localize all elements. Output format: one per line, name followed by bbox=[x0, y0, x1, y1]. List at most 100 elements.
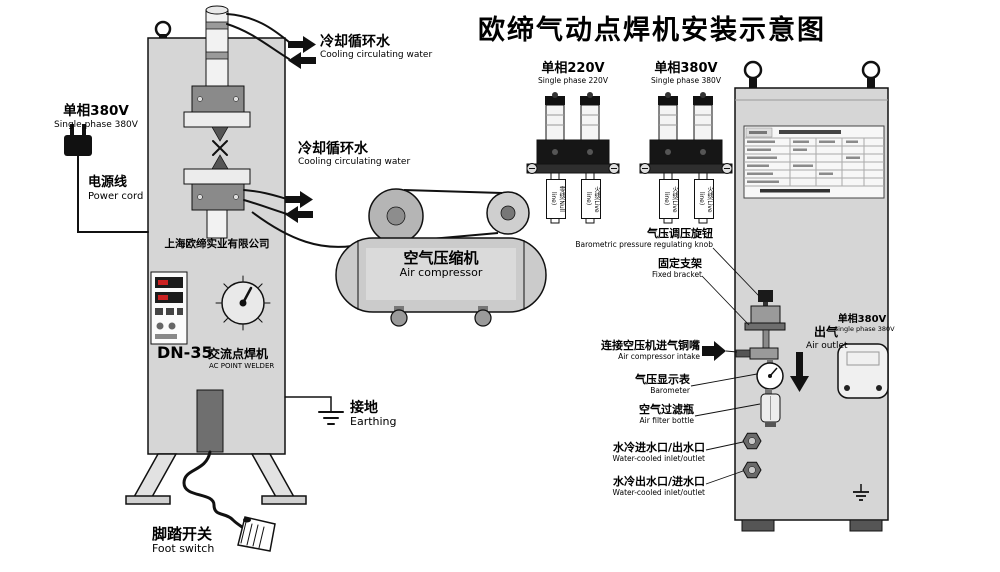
air-filter-bottle bbox=[760, 389, 781, 427]
label-air-filter: 空气过滤瓶 Air filter bottle bbox=[540, 403, 694, 425]
water-outlet-inlet-cn: 水冷出水口/进水口 bbox=[612, 475, 705, 488]
air-outlet-arrow-icon bbox=[790, 352, 809, 392]
cooling-water-mid-label: 冷却循环水 Cooling circulating water bbox=[298, 141, 410, 167]
compressor-intake-en: Air compressor intake bbox=[618, 351, 700, 361]
model-type-en-label: AC POINT WELDER bbox=[209, 362, 274, 370]
belt-top bbox=[403, 189, 503, 194]
fixed-bracket bbox=[744, 322, 786, 331]
water-connector-bottom bbox=[742, 461, 762, 479]
water-inlet-outlet-cn: 水冷进水口/出水口 bbox=[612, 441, 705, 454]
wire-tag-live-line: 火线(Live line) bbox=[659, 179, 679, 219]
right-welder-graphic bbox=[734, 60, 889, 532]
foot-pedal bbox=[237, 516, 276, 552]
pressure-regulator bbox=[735, 290, 786, 360]
cooling-water-top-cn: 冷却循环水 bbox=[320, 34, 390, 50]
regulating-knob bbox=[758, 290, 773, 302]
arrow-right-icon bbox=[702, 341, 726, 361]
label-compressor-intake: 连接空压机进气铜嘴 Air compressor intake bbox=[540, 339, 700, 361]
terminal-220v-en: Single phase 220V bbox=[538, 75, 608, 85]
foot-switch-cn: 脚踏开关 bbox=[152, 525, 213, 543]
model-type-en: AC POINT WELDER bbox=[209, 362, 275, 370]
selector-knob bbox=[215, 275, 271, 331]
eyebolt-icon bbox=[154, 20, 172, 38]
power-supply-en: Single phase 380V bbox=[54, 119, 138, 130]
model-number: DN-35 bbox=[157, 343, 213, 362]
power-plug-icon bbox=[64, 124, 92, 156]
terminal-380v-title: 单相380V Single phase 380V bbox=[640, 61, 732, 86]
ground-symbol-icon bbox=[853, 484, 869, 501]
terminal-220v-title: 单相220V Single phase 220V bbox=[527, 61, 619, 86]
model-type-cn-label: 交流点焊机 bbox=[208, 347, 269, 362]
foot-switch-cable bbox=[182, 450, 247, 531]
fixed-bracket-en: Fixed bracket bbox=[651, 269, 702, 279]
company-name: 上海欧缔实业有限公司 bbox=[158, 238, 276, 250]
arrow-left-icon bbox=[288, 52, 316, 69]
terminal-220v-cn: 单相220V bbox=[541, 61, 605, 76]
socket-voltage-label: 单相380V Single phase 380V bbox=[834, 314, 895, 333]
label-water-outlet-inlet: 水冷出水口/进水口 Water-cooled inlet/outlet bbox=[540, 475, 705, 497]
socket-voltage-cn: 单相380V bbox=[837, 314, 887, 325]
compressor-cn: 空气压缩机 bbox=[403, 249, 479, 267]
compressor-hose bbox=[251, 211, 353, 248]
arrow-right-icon bbox=[288, 36, 316, 53]
foot-switch-label: 脚踏开关 Foot switch bbox=[152, 525, 215, 556]
water-outlet-inlet-en: Water-cooled inlet/outlet bbox=[612, 487, 705, 497]
cooling-water-mid-cn: 冷却循环水 bbox=[298, 141, 368, 157]
eyebolt-icon bbox=[861, 60, 881, 80]
barometer-en: Barometer bbox=[650, 385, 690, 395]
ground-symbol-icon bbox=[284, 396, 344, 425]
compressor-en: Air compressor bbox=[399, 266, 483, 280]
socket-box bbox=[837, 343, 889, 399]
intake-nozzle bbox=[735, 349, 751, 358]
company-name-text: 上海欧缔实业有限公司 bbox=[164, 238, 270, 250]
regulating-knob-cn: 气压调压旋钮 bbox=[647, 227, 713, 240]
terminal-380v-graphic bbox=[639, 92, 733, 224]
barometer-cn: 气压显示表 bbox=[635, 373, 690, 386]
compressor-wheel bbox=[474, 309, 492, 327]
label-water-inlet-outlet: 水冷进水口/出水口 Water-cooled inlet/outlet bbox=[540, 441, 705, 463]
left-welder-graphic bbox=[64, 5, 344, 552]
nameplate bbox=[743, 125, 885, 199]
earthing-en: Earthing bbox=[350, 415, 397, 429]
label-fixed-bracket: 固定支架 Fixed bracket bbox=[540, 257, 702, 279]
air-outlet-en: Air outlet bbox=[806, 341, 848, 351]
terminal-380v-en: Single phase 380V bbox=[651, 75, 721, 85]
socket-voltage-en: Single phase 380V bbox=[834, 324, 895, 333]
welding-head bbox=[183, 5, 251, 239]
terminal-380v-cn: 单相380V bbox=[654, 61, 718, 76]
power-cord-cn: 电源线 bbox=[88, 175, 128, 190]
power-cord-line bbox=[77, 155, 149, 233]
air-compressor-graphic bbox=[251, 188, 547, 327]
power-cord-label: 电源线 Power cord bbox=[88, 175, 144, 202]
compressor-wheel bbox=[390, 309, 408, 327]
right-leg bbox=[250, 453, 296, 498]
control-panel bbox=[150, 271, 188, 345]
power-supply-cn: 单相380V bbox=[63, 103, 129, 119]
earthing-cn: 接地 bbox=[350, 400, 378, 416]
earthing-label: 接地 Earthing bbox=[350, 400, 397, 429]
foot-switch-en: Foot switch bbox=[152, 542, 215, 556]
fixed-bracket-cn: 固定支架 bbox=[658, 257, 702, 270]
label-barometer: 气压显示表 Barometer bbox=[540, 373, 690, 395]
model-type-cn: 交流点焊机 bbox=[208, 347, 269, 361]
power-supply-label: 单相380V Single phase 380V bbox=[40, 103, 152, 130]
wire-tag-live-line: 火线(Live line) bbox=[581, 179, 601, 219]
arrow-right-icon bbox=[285, 191, 313, 208]
water-inlet-outlet-en: Water-cooled inlet/outlet bbox=[612, 453, 705, 463]
left-leg bbox=[132, 453, 178, 498]
pedestal bbox=[196, 389, 224, 453]
arrow-left-icon bbox=[285, 206, 313, 223]
air-outlet-en-label: Air outlet bbox=[806, 341, 848, 351]
regulating-knob-en: Barometric pressure regulating knob bbox=[575, 239, 713, 249]
air-outlet-cn: 出气 bbox=[814, 325, 839, 339]
cooling-flow-arrows bbox=[285, 36, 316, 223]
power-cord-en: Power cord bbox=[88, 190, 144, 202]
air-filter-en: Air filter bottle bbox=[639, 415, 694, 425]
terminal-220v-graphic bbox=[526, 92, 620, 224]
water-connector-top bbox=[742, 432, 762, 450]
label-regulating-knob: 气压调压旋钮 Barometric pressure regulating kn… bbox=[520, 227, 713, 249]
cooling-water-mid-en: Cooling circulating water bbox=[298, 157, 411, 168]
air-filter-cn: 空气过滤瓶 bbox=[639, 403, 694, 416]
